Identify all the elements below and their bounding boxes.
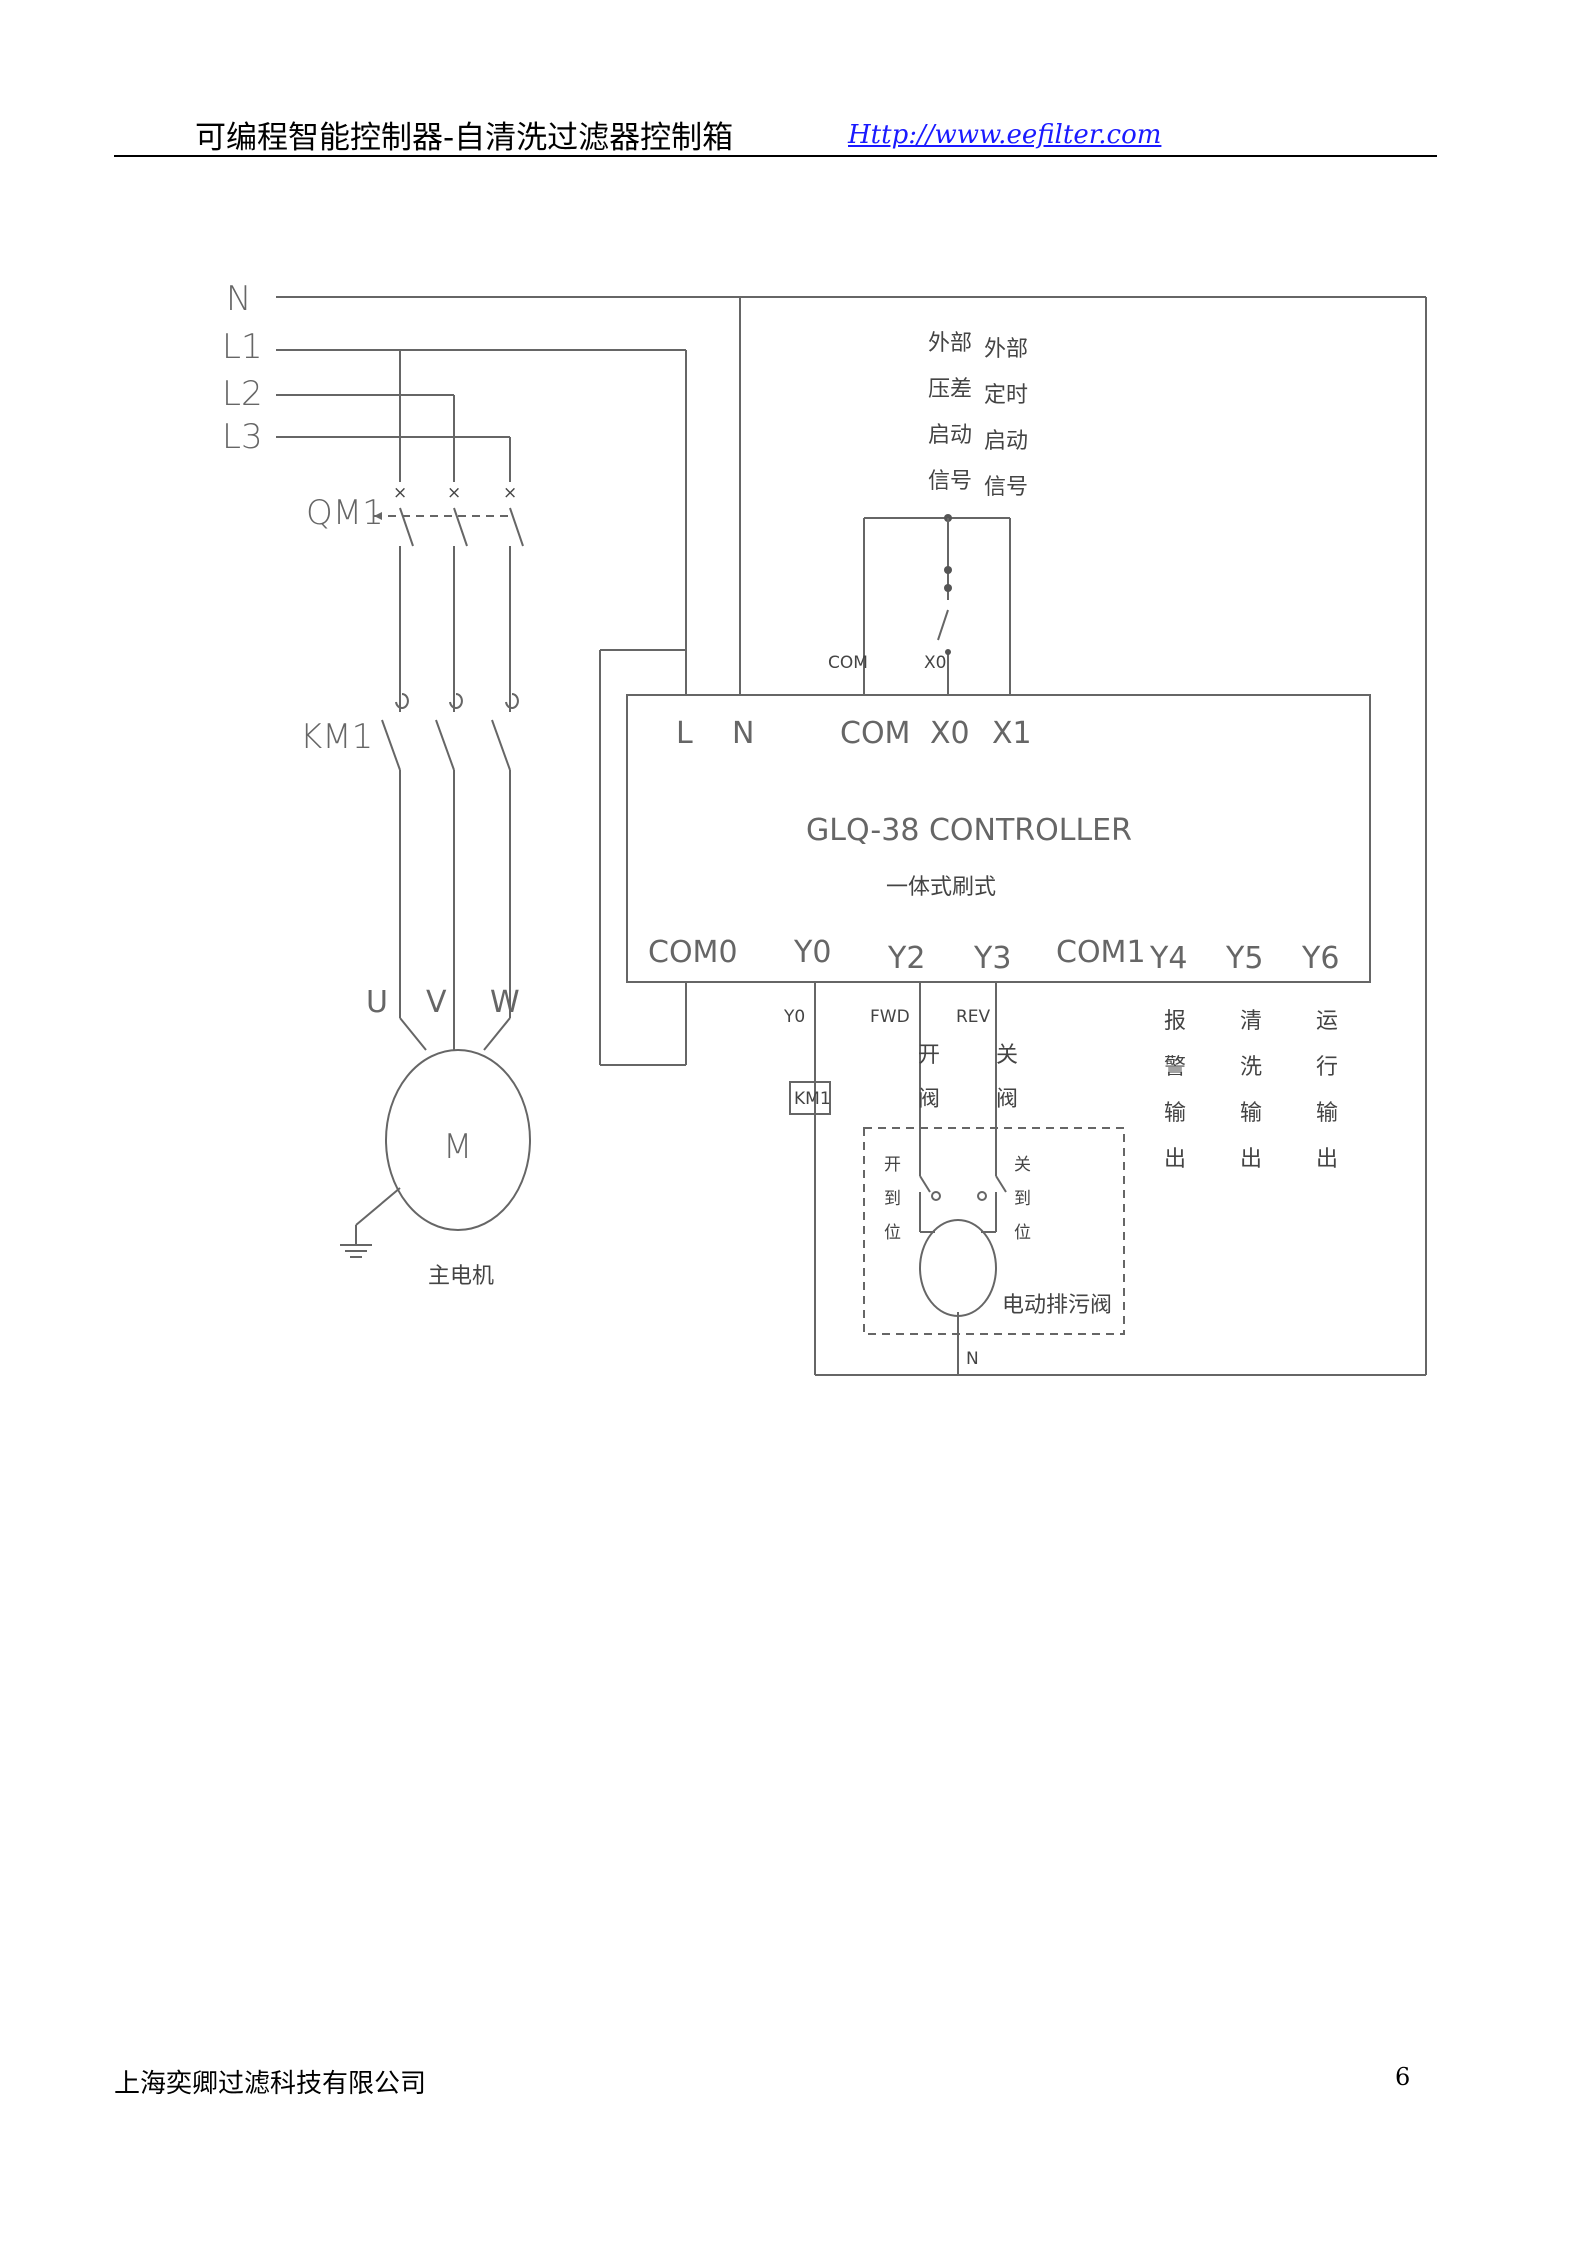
header-url-link[interactable]: Http://www.eefilter.com [848, 120, 1162, 150]
motor-caption: 主电机 [428, 1264, 494, 1289]
controller-output-y6: Y6 [1301, 941, 1339, 976]
svg-text:阀: 阀 [918, 1087, 940, 1112]
controller-input-l: L [676, 716, 693, 751]
drain-valve-enclosure [863, 1127, 1125, 1335]
svg-text:行: 行 [1316, 1055, 1338, 1080]
drain-valve-actuator [919, 1219, 997, 1317]
external-switch [863, 514, 1011, 695]
switch-com-label: COM [828, 653, 868, 673]
svg-text:警: 警 [1164, 1055, 1186, 1080]
svg-text:启动: 启动 [928, 423, 972, 448]
open-valve-label: 开 阀 [918, 1043, 940, 1112]
footer-company: 上海奕卿过滤科技有限公司 [114, 2069, 427, 2099]
close-limit-label: 关 到 位 [1014, 1155, 1031, 1243]
terminal-u: U [366, 985, 388, 1020]
svg-text:到: 到 [1014, 1189, 1031, 1209]
controller-output-y5: Y5 [1225, 941, 1263, 976]
svg-text:×: × [393, 483, 407, 503]
controller-input-n: N [732, 716, 754, 751]
svg-text:洗: 洗 [1240, 1055, 1262, 1080]
open-limit-label: 开 到 位 [884, 1155, 901, 1243]
svg-text:运: 运 [1316, 1009, 1338, 1034]
fwd-wire-label: FWD [870, 1007, 910, 1027]
clean-output-label: 清 洗 输 出 [1240, 1009, 1262, 1172]
line-label-l1: L1 [222, 327, 263, 367]
breaker-label: QM1 [306, 493, 384, 533]
controller-name: GLQ-38 CONTROLLER [806, 813, 1132, 848]
breaker-qm1: × × × [374, 350, 524, 712]
controller-input-x1: X1 [992, 716, 1032, 751]
svg-text:出: 出 [1164, 1147, 1186, 1172]
svg-text:开: 开 [884, 1155, 901, 1175]
svg-text:出: 出 [1316, 1147, 1338, 1172]
output-wiring [814, 982, 1007, 1375]
rev-wire-label: REV [956, 1007, 991, 1027]
svg-text:关: 关 [1014, 1155, 1031, 1175]
svg-text:清: 清 [1240, 1009, 1262, 1034]
contactor-km1 [381, 693, 519, 1051]
close-valve-label: 关 阀 [996, 1043, 1018, 1112]
svg-text:×: × [503, 483, 517, 503]
svg-text:信号: 信号 [928, 469, 972, 494]
y0-wire-label: Y0 [783, 1007, 805, 1027]
svg-text:定时: 定时 [984, 383, 1028, 408]
km1-coil-label: KM1 [794, 1089, 831, 1109]
page-number: 6 [1395, 2063, 1411, 2091]
drain-valve-name: 电动排污阀 [1002, 1293, 1112, 1318]
svg-text:开: 开 [918, 1043, 940, 1068]
controller-input-com: COM [840, 716, 910, 751]
switch-x0-label: X0 [924, 653, 946, 673]
km1-coil [789, 1081, 831, 1115]
controller-input-x0: X0 [930, 716, 970, 751]
run-output-label: 运 行 输 出 [1316, 1009, 1338, 1172]
motor-symbol: M [443, 1127, 472, 1167]
controller-output-y2: Y2 [887, 941, 925, 976]
controller-output-y3: Y3 [973, 941, 1011, 976]
controller-subtitle: 一体式刷式 [886, 875, 996, 900]
controller-supply-wiring [599, 649, 687, 1066]
svg-text:报: 报 [1164, 1009, 1186, 1034]
svg-text:启动: 启动 [984, 429, 1028, 454]
svg-text:阀: 阀 [996, 1087, 1018, 1112]
svg-text:输: 输 [1316, 1101, 1338, 1126]
line-label-n: N [226, 279, 251, 319]
svg-text:位: 位 [884, 1223, 901, 1243]
svg-text:压差: 压差 [928, 377, 972, 402]
alarm-output-label: 报 警 输 出 [1164, 1009, 1186, 1172]
contactor-label: KM1 [300, 717, 373, 757]
header-rule [114, 155, 1437, 157]
svg-text:位: 位 [1014, 1223, 1031, 1243]
svg-text:外部: 外部 [984, 337, 1028, 362]
svg-text:×: × [447, 483, 461, 503]
controller-output-com1: COM1 [1056, 935, 1146, 970]
svg-text:信号: 信号 [984, 475, 1028, 500]
controller-output-y0: Y0 [793, 935, 831, 970]
main-motor [340, 1049, 531, 1258]
svg-text:输: 输 [1164, 1101, 1186, 1126]
line-label-l2: L2 [222, 374, 263, 414]
controller-output-com0: COM0 [648, 935, 738, 970]
power-wiring [276, 296, 1427, 1376]
line-label-l3: L3 [222, 417, 263, 457]
svg-text:输: 输 [1240, 1101, 1262, 1126]
header-title: 可编程智能控制器-自清洗过滤器控制箱 [195, 120, 734, 156]
valve-neutral-label: N [966, 1349, 979, 1369]
svg-text:到: 到 [884, 1189, 901, 1209]
controller-box [626, 694, 1371, 983]
svg-text:出: 出 [1240, 1147, 1262, 1172]
controller-output-y4: Y4 [1149, 941, 1187, 976]
svg-text:关: 关 [996, 1043, 1018, 1068]
external-timer-signal: 外部 定时 启动 信号 [984, 337, 1028, 500]
terminal-v: V [426, 985, 447, 1020]
external-pressure-signal: 外部 压差 启动 信号 [928, 331, 972, 494]
terminal-w: W [490, 985, 520, 1020]
svg-text:外部: 外部 [928, 331, 972, 356]
